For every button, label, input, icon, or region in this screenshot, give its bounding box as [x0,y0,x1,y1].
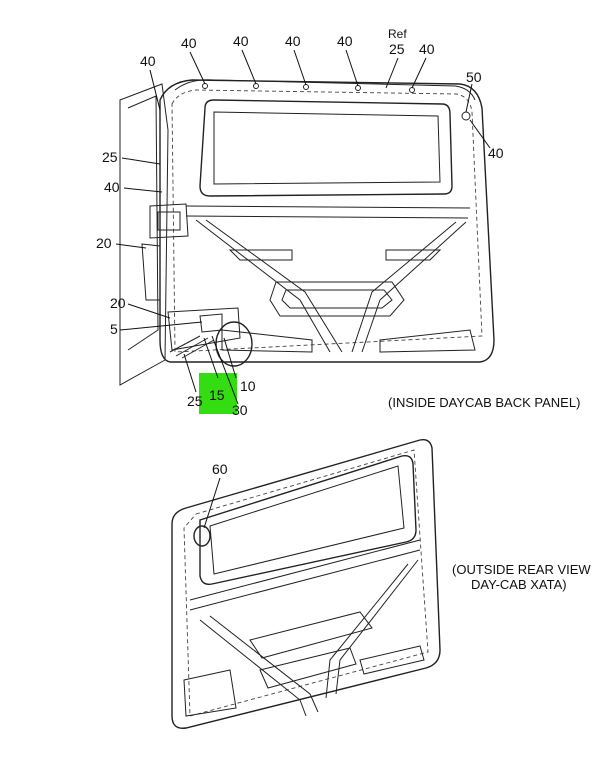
callout-20-lower: 20 [110,295,126,311]
callout-20-upper: 20 [96,235,112,251]
callout-10: 10 [240,378,256,394]
callout-25-left: 25 [102,149,118,165]
panel-brace [185,205,476,353]
callout-40-e: 40 [419,41,435,57]
side-bracket [141,243,161,301]
rear-panel-outline [171,438,441,729]
callout-30: 30 [232,402,248,418]
callout-5: 5 [110,321,118,337]
callout-50: 50 [466,69,482,85]
callout-25-bottom: 25 [187,393,203,409]
callout-25-ref: 25 [389,41,405,57]
callout-40-g: 40 [140,53,156,69]
rear-brace [183,539,425,717]
grab-handle [149,203,189,239]
leader-60 [203,477,221,529]
back-window [199,99,453,197]
callout-40-d: 40 [337,33,353,49]
callout-40-a: 40 [181,35,197,51]
cab-side-wall [119,83,169,386]
inside-back-panel-view [119,79,495,386]
callout-40-c: 40 [285,33,301,49]
top-seal-strip [174,79,476,101]
back-panel-outline [159,79,495,363]
mount-plate [167,307,241,351]
caption-outside-view-line1: (OUTSIDE REAR VIEW [452,562,591,577]
callout-60: 60 [212,461,228,477]
rear-window [199,454,417,586]
callout-40-b: 40 [233,33,249,49]
leader-lines-upper [115,49,491,405]
highlight-box-15 [199,373,237,414]
rear-antenna-mount [193,525,211,547]
callout-40-h: 40 [104,179,120,195]
wire-coil [215,321,253,367]
callout-40-f: 40 [488,145,504,161]
caption-outside-view-line2: DAY-CAB XATA) [471,577,567,592]
callout-ref-label: Ref [388,27,407,41]
caption-inside-view: (INSIDE DAYCAB BACK PANEL) [388,395,580,410]
callout-15: 15 [209,387,225,403]
outside-rear-view [171,438,441,729]
